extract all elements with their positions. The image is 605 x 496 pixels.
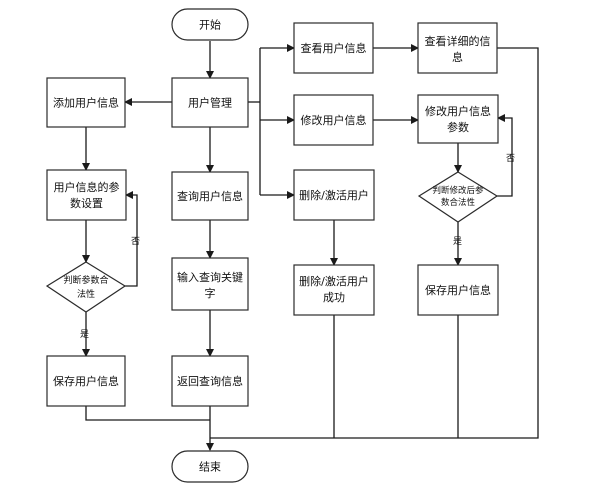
node-save-left: 保存用户信息 xyxy=(46,355,126,407)
node-set-params: 用户信息的参 数设置 xyxy=(46,169,127,221)
node-return-query: 返回查询信息 xyxy=(171,355,249,407)
view-detail-label-1: 查看详细的信 xyxy=(425,34,491,48)
delete-user-label: 删除/激活用户 xyxy=(299,188,369,202)
view-user-label: 查看用户信息 xyxy=(301,41,367,55)
node-start: 开始 xyxy=(171,8,249,41)
edge-label-no-left: 否 xyxy=(131,236,140,247)
save-right-label: 保存用户信息 xyxy=(425,283,491,297)
node-save-right: 保存用户信息 xyxy=(417,264,499,316)
end-label: 结束 xyxy=(199,461,221,474)
judge-left-label-1: 判断参数合 xyxy=(63,274,108,286)
set-params-label-1: 用户信息的参 xyxy=(54,180,120,194)
save-left-label: 保存用户信息 xyxy=(53,374,119,388)
node-view-user: 查看用户信息 xyxy=(293,22,374,74)
judge-left-label-2: 法性 xyxy=(77,288,95,300)
input-keyword-label-2: 字 xyxy=(205,286,216,300)
node-delete-user: 删除/激活用户 xyxy=(293,169,375,221)
view-detail-label-2: 息 xyxy=(452,50,463,64)
edge-label-yes-right: 是 xyxy=(453,236,462,247)
node-end: 结束 xyxy=(171,450,249,483)
node-judge-left: 判断参数合 法性 xyxy=(45,261,127,313)
start-label: 开始 xyxy=(199,18,221,32)
modify-params-label-2: 参数 xyxy=(447,120,469,134)
connectors xyxy=(82,41,539,451)
judge-right-label-2: 数合法性 xyxy=(441,197,476,208)
node-view-detail: 查看详细的信 息 xyxy=(417,22,498,74)
modify-user-label: 修改用户信息 xyxy=(301,113,367,127)
user-management-label: 用户管理 xyxy=(188,96,232,110)
add-user-label: 添加用户信息 xyxy=(53,96,119,110)
judge-right-label-1: 判断修改后参 xyxy=(432,185,484,196)
delete-success-label-1: 删除/激活用户 xyxy=(299,274,369,288)
node-delete-success: 删除/激活用户 成功 xyxy=(293,264,375,316)
return-query-label: 返回查询信息 xyxy=(177,374,243,388)
query-user-label: 查询用户信息 xyxy=(177,189,243,203)
node-modify-user: 修改用户信息 xyxy=(293,94,374,146)
node-input-keyword: 输入查询关键 字 xyxy=(171,257,249,311)
edge-label-yes-left: 是 xyxy=(80,329,89,340)
node-user-management: 用户管理 xyxy=(171,77,249,128)
node-judge-right: 判断修改后参 数合法性 xyxy=(417,171,499,223)
node-add-user: 添加用户信息 xyxy=(46,77,126,128)
set-params-label-2: 数设置 xyxy=(70,197,103,210)
node-modify-params: 修改用户信息 参数 xyxy=(417,94,499,144)
edge-label-no-right: 否 xyxy=(506,153,515,164)
node-query-user: 查询用户信息 xyxy=(171,171,249,221)
input-keyword-label-1: 输入查询关键 xyxy=(177,270,243,284)
delete-success-label-2: 成功 xyxy=(323,291,345,304)
modify-params-label-1: 修改用户信息 xyxy=(425,104,491,118)
